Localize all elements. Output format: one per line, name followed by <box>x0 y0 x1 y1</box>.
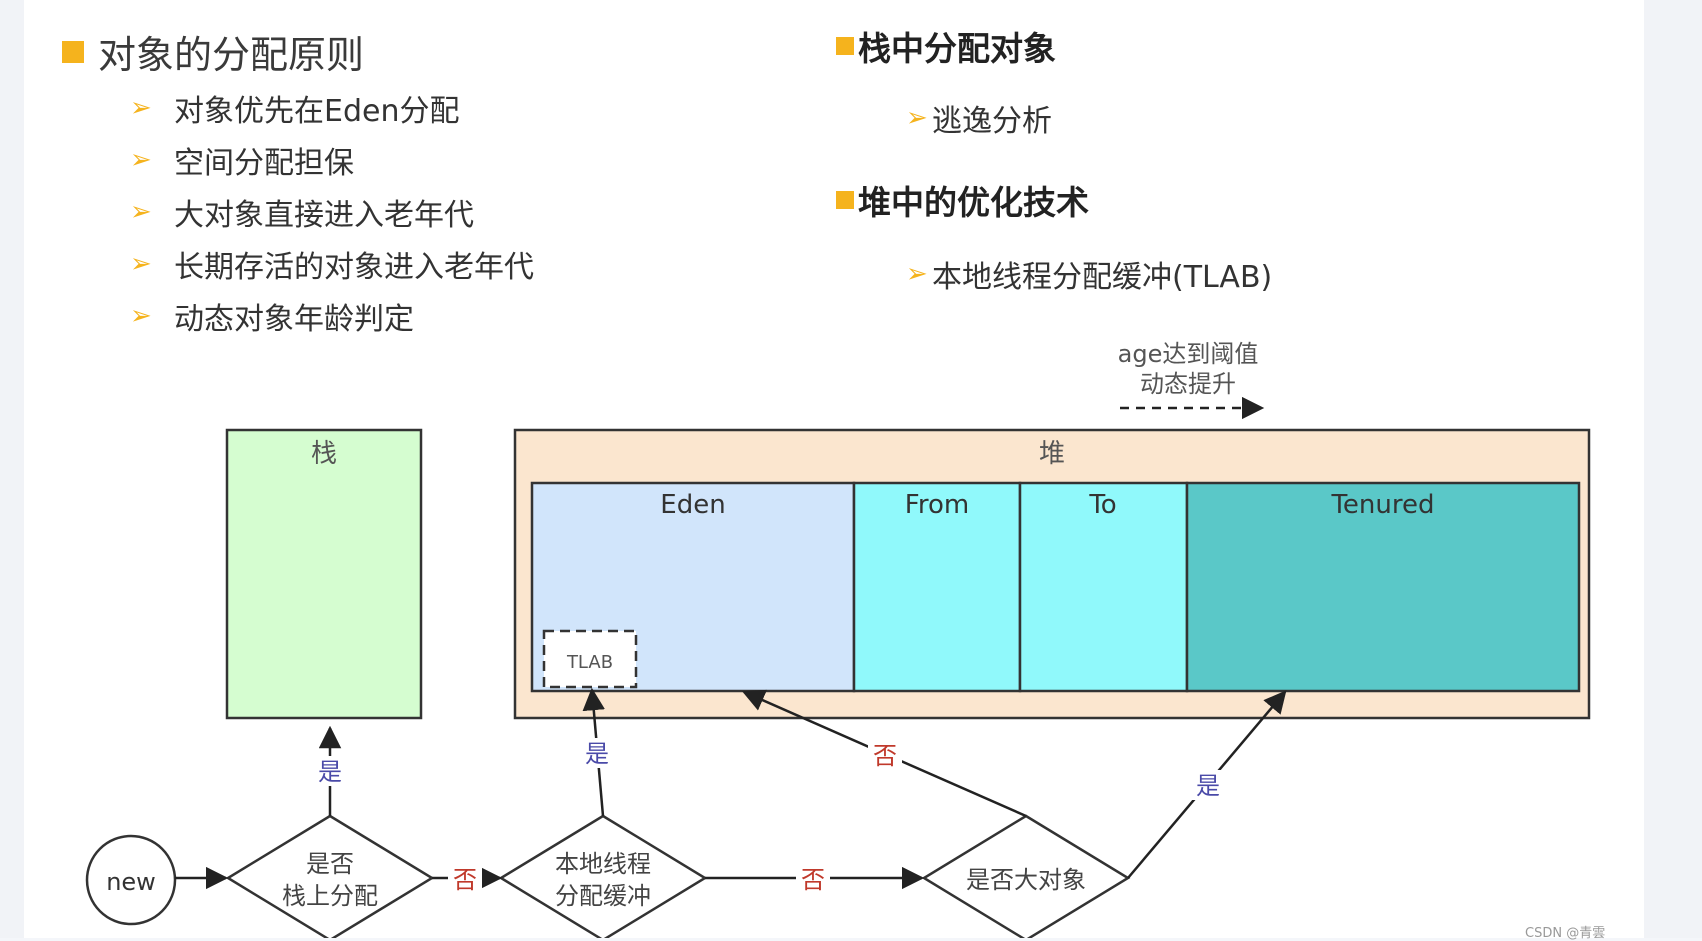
tenured-label: Tenured <box>1330 490 1434 520</box>
to-region <box>1018 481 1189 693</box>
allocation-principles-title-text: 对象的分配原则 <box>98 33 365 77</box>
decision-stack-allocation <box>225 814 435 938</box>
heap-optimization-title: 堆中的优化技术 <box>836 176 1089 224</box>
to-label: To <box>1088 490 1116 520</box>
label-bg <box>312 756 348 786</box>
allocation-principles-title: 对象的分配原则 <box>62 24 364 79</box>
label-bg <box>868 740 902 770</box>
label-bg <box>796 864 830 894</box>
principle-item: ➢ 动态对象年龄判定 <box>130 294 414 338</box>
arrow-bullet-icon: ➢ <box>130 145 152 175</box>
stack-box <box>225 428 423 720</box>
decision-large-object <box>921 814 1131 938</box>
tlab-item: ➢ 本地线程分配缓冲(TLAB) <box>906 252 1272 296</box>
arrow-bullet-icon: ➢ <box>130 301 152 331</box>
decision-tlab-line2: 分配缓冲 <box>555 882 651 910</box>
heap-optimization-title-text: 堆中的优化技术 <box>858 183 1089 222</box>
new-node <box>85 834 177 926</box>
yes-label-stack: 是 <box>318 758 342 786</box>
decision-large-object-label: 是否大对象 <box>966 866 1086 894</box>
principle-item-text: 动态对象年龄判定 <box>174 302 414 337</box>
tlab-box <box>542 629 638 689</box>
escape-analysis-item: ➢ 逃逸分析 <box>906 96 1052 140</box>
stack-allocation-title-text: 栈中分配对象 <box>858 29 1056 68</box>
eden-label: Eden <box>660 490 725 520</box>
stack-allocation-title: 栈中分配对象 <box>836 22 1056 70</box>
principle-item-text: 长期存活的对象进入老年代 <box>174 250 534 285</box>
arrow-bullet-icon: ➢ <box>906 259 928 289</box>
principle-item: ➢ 长期存活的对象进入老年代 <box>130 242 534 286</box>
decision-stack-allocation-line2: 栈上分配 <box>282 882 378 910</box>
yes-label-tlab: 是 <box>585 740 609 768</box>
label-bg <box>448 864 482 894</box>
new-label: new <box>106 868 156 896</box>
principle-item-text: 对象优先在Eden分配 <box>174 94 460 129</box>
right-margin <box>1644 0 1702 938</box>
tlab-label: TLAB <box>566 652 613 673</box>
tenured-region <box>1185 481 1581 693</box>
label-bg <box>1190 770 1226 800</box>
square-bullet-icon <box>62 40 84 63</box>
principle-item: ➢ 空间分配担保 <box>130 138 354 182</box>
tlab-item-text: 本地线程分配缓冲(TLAB) <box>932 260 1273 295</box>
from-label: From <box>905 490 969 520</box>
left-margin <box>0 0 24 938</box>
arrow-bullet-icon: ➢ <box>130 93 152 123</box>
no-label-2: 否 <box>801 866 825 894</box>
square-bullet-icon <box>836 191 854 209</box>
principle-item: ➢ 大对象直接进入老年代 <box>130 190 474 234</box>
stack-label: 栈 <box>311 439 337 469</box>
square-bullet-icon <box>836 37 854 55</box>
no-label-eden: 否 <box>873 742 897 770</box>
decision-tlab-line1: 本地线程 <box>555 850 651 878</box>
principle-item-text: 大对象直接进入老年代 <box>174 198 474 233</box>
decision-stack-allocation-line1: 是否 <box>306 850 354 878</box>
principle-item-text: 空间分配担保 <box>174 146 354 181</box>
arrow-bullet-icon: ➢ <box>906 103 928 133</box>
arrow-bullet-icon: ➢ <box>130 249 152 279</box>
yes-label-tenured: 是 <box>1196 772 1220 800</box>
arrow-bullet-icon: ➢ <box>130 197 152 227</box>
heap-label: 堆 <box>1039 439 1065 469</box>
principle-item: ➢ 对象优先在Eden分配 <box>130 86 459 130</box>
label-bg <box>578 738 614 768</box>
credit-watermark: CSDN @青雲 <box>1525 926 1606 941</box>
age-threshold-label: age达到阈值 <box>1118 340 1259 368</box>
escape-analysis-text: 逃逸分析 <box>932 104 1052 139</box>
dynamic-promotion-label: 动态提升 <box>1140 370 1236 398</box>
from-region <box>852 481 1022 693</box>
decision-tlab <box>498 814 708 938</box>
no-label-1: 否 <box>453 866 477 894</box>
